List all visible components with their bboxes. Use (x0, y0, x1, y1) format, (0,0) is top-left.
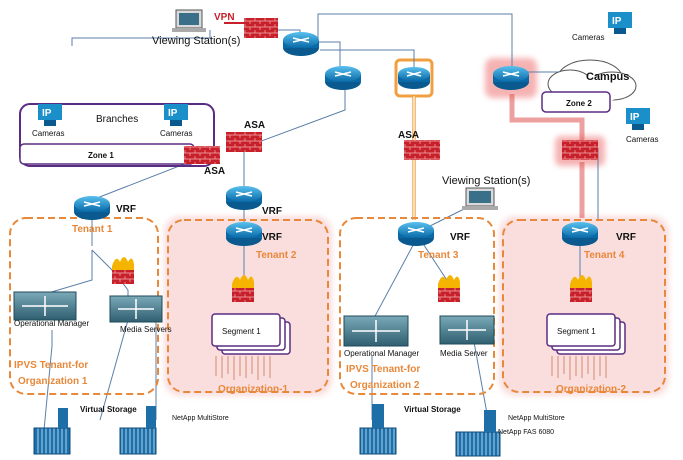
cameras-tr-label: Cameras (572, 33, 604, 42)
server-media2-icon (439, 315, 495, 345)
server-media1-icon (109, 295, 163, 323)
vrf-label-4: VRF (450, 232, 470, 243)
storage-tower-1-icon (58, 408, 68, 428)
tenant4-box (502, 219, 666, 393)
tenant2-label: Tenant 2 (256, 250, 297, 261)
media-server-label: Media Server (440, 349, 488, 358)
storage-tower-4-icon (484, 410, 496, 432)
firewall-asa3-icon (404, 140, 440, 160)
firewall-campus-icon (562, 140, 598, 160)
red-link (509, 94, 585, 140)
network-links (37, 13, 599, 431)
vrf-label-5: VRF (616, 232, 636, 243)
org1-label: Organization-1 (218, 384, 288, 395)
segment-stack-org1 (211, 313, 291, 380)
router-asa-icon (226, 186, 262, 210)
branches-box (19, 103, 215, 167)
ipvs1-line1: IPVS Tenant-for (14, 360, 88, 371)
campus-label: Campus (586, 71, 629, 83)
media-servers-label: Media Servers (120, 325, 172, 334)
zone1-label: Zone 1 (88, 151, 114, 160)
storage-tower-3-icon (372, 404, 384, 428)
netapp-ms-label-2: NetApp MultiStore (508, 415, 565, 422)
camera-tr-icon: IP (608, 12, 632, 34)
router-orange-icon (398, 67, 430, 89)
storage-tower-2-icon (146, 406, 156, 428)
server-opmgr2-icon (343, 315, 409, 347)
vpn-label: VPN (214, 12, 235, 23)
segment1-label-a: Segment 1 (222, 327, 261, 336)
zone2-box (541, 91, 611, 113)
router-campus-icon (493, 66, 529, 90)
zone2-label: Zone 2 (566, 99, 592, 108)
camera-b1-icon: IP (38, 104, 62, 126)
ipvs1-line2: Organization 1 (18, 376, 88, 387)
camera-campus-icon: IP (626, 108, 650, 130)
vstorage-label-1: Virtual Storage (80, 405, 137, 414)
storage-rack-4-icon (455, 431, 501, 457)
storage-rack-2-icon (119, 427, 157, 455)
ipvs2-line2: Organization 2 (350, 380, 420, 391)
router-tenant1-icon (74, 196, 110, 220)
firewall-asa2-icon (184, 146, 220, 164)
vrf-label-1: VRF (116, 204, 136, 215)
op-mgr2-label: Operational Manager (344, 349, 419, 358)
storage-rack-1-icon (33, 427, 71, 455)
netapp-ms-label-1: NetApp MultiStore (172, 415, 229, 422)
netapp-fas-label: NetApp FAS 6080 (498, 429, 554, 436)
cameras-b2-label: Cameras (160, 129, 192, 138)
asa2-label: ASA (204, 166, 225, 177)
storage-rack-3-icon (359, 427, 397, 455)
router-core-icon (283, 32, 319, 56)
asa1-label: ASA (244, 120, 265, 131)
vrf-label-2: VRF (262, 206, 282, 217)
tenant4-glow (499, 216, 669, 396)
branches-label: Branches (96, 114, 138, 125)
org2-label: Organization-2 (556, 384, 626, 395)
vrf-label-3: VRF (262, 232, 282, 243)
camera-b2-icon: IP (164, 104, 188, 126)
server-opmgr1-icon (13, 291, 77, 321)
ip-label: IP (168, 108, 178, 119)
router-tenant2-icon (226, 222, 262, 246)
tenant3-label: Tenant 3 (418, 250, 459, 261)
tenant3-box (339, 217, 495, 395)
ip-label: IP (630, 112, 640, 123)
viewing-top-label: Viewing Station(s) (152, 35, 240, 47)
firewall-vpn-icon (244, 18, 278, 38)
op-mgr1-label: Operational Manager (14, 319, 89, 328)
router-tenant4-icon (562, 222, 598, 246)
ipvs2-line1: IPVS Tenant-for (346, 364, 420, 375)
router-tenant3-icon (398, 222, 434, 246)
segment-stack-org2 (546, 313, 626, 380)
viewing-station-mid-icon (462, 187, 498, 210)
firewall-asa1-icon (226, 132, 262, 152)
router-mid-icon (325, 66, 361, 90)
asa3-label: ASA (398, 130, 419, 141)
ip-label: IP (612, 16, 622, 27)
segment1-label-b: Segment 1 (557, 327, 596, 336)
ip-label: IP (42, 108, 52, 119)
vstorage-label-2: Virtual Storage (404, 405, 461, 414)
cameras-b1-label: Cameras (32, 129, 64, 138)
tenant2-box (167, 219, 329, 393)
viewing-mid-label: Viewing Station(s) (442, 175, 530, 187)
tenant4-label: Tenant 4 (584, 250, 625, 261)
tenant1-label: Tenant 1 (72, 224, 113, 235)
fire-firewall-icon (112, 257, 592, 302)
cameras-campus-label: Cameras (626, 135, 658, 144)
viewing-station-top-icon (172, 9, 206, 32)
